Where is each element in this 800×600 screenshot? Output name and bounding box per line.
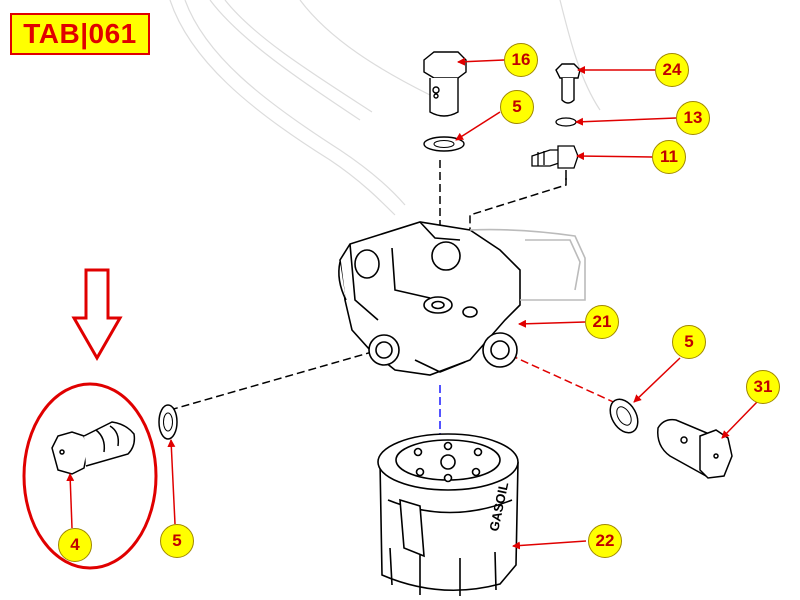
bolt-31 (657, 418, 733, 479)
filter-cartridge-22 (377, 433, 519, 596)
highlight-circle (22, 382, 158, 570)
washer-5-right-hole (616, 406, 632, 426)
bolt-24 (555, 63, 581, 104)
filter-head-21 (338, 221, 586, 376)
callout-16: 16 (504, 43, 538, 77)
bolt-16 (423, 51, 467, 117)
callout-11: 11 (652, 140, 686, 174)
callout-5-top: 5 (500, 90, 534, 124)
callout-22: 22 (588, 524, 622, 558)
callout-21: 21 (585, 305, 619, 339)
callout-31: 31 (746, 370, 780, 404)
background-pipes (169, 0, 601, 216)
callout-13: 13 (676, 101, 710, 135)
bolt-4 (51, 421, 136, 475)
union-11 (531, 145, 579, 169)
callout-5-left: 5 (160, 524, 194, 558)
tab-code-badge: TAB|061 (10, 13, 150, 55)
washer-13 (555, 117, 577, 127)
attention-down-arrow-icon (71, 268, 123, 362)
leader-lines (66, 57, 758, 550)
callout-4: 4 (58, 528, 92, 562)
washer-5-top-hole (433, 140, 455, 148)
washer-5-left-hole (163, 412, 173, 432)
callout-24: 24 (655, 53, 689, 87)
callout-5-right: 5 (672, 325, 706, 359)
